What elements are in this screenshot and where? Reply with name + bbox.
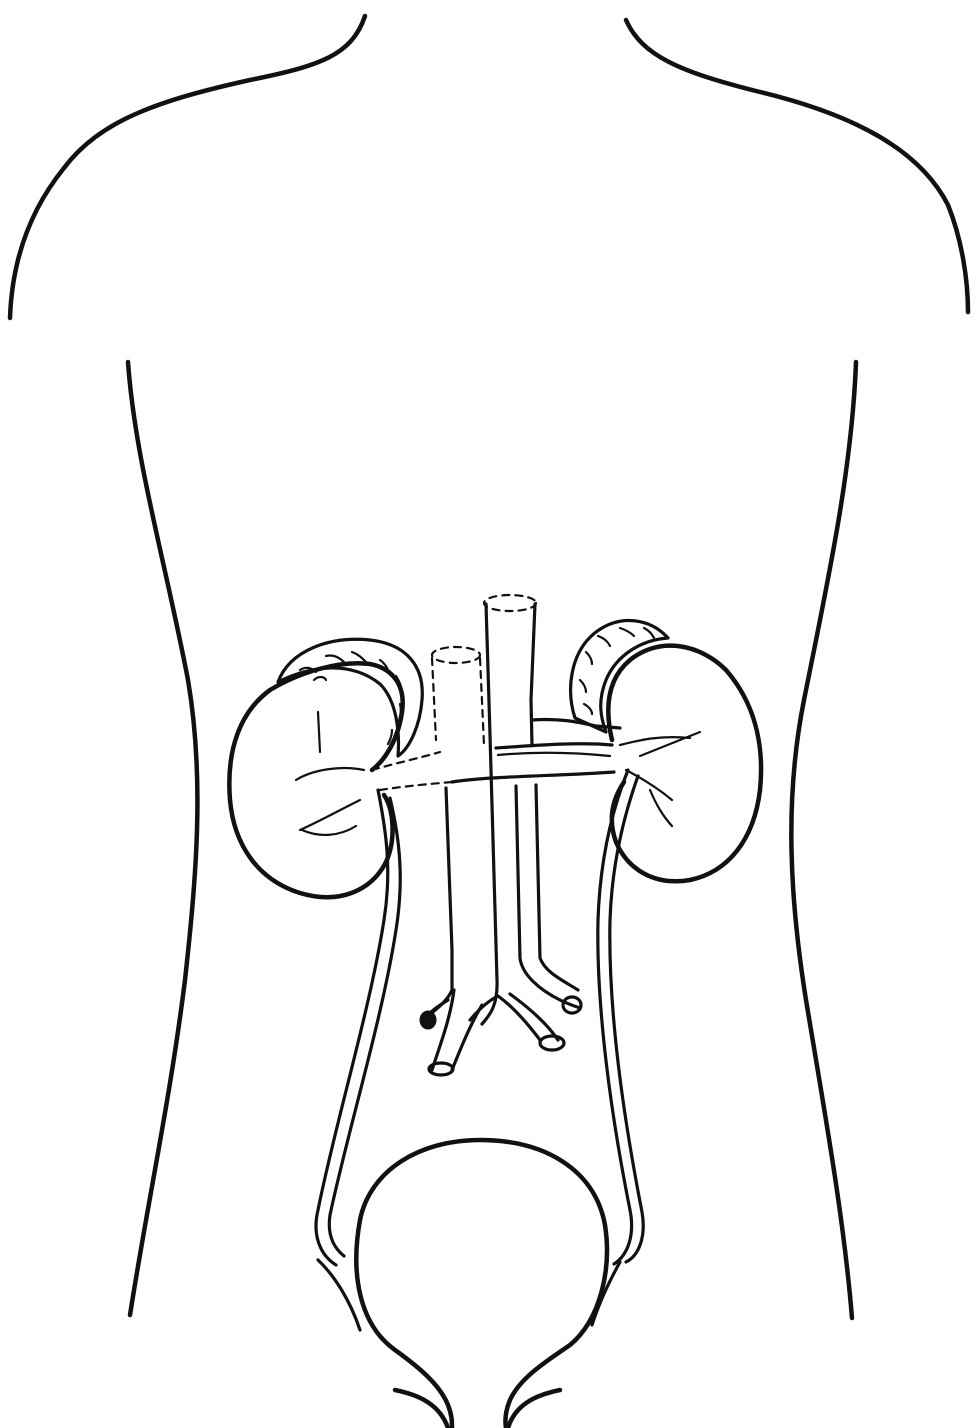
right-shoulder-line [626,20,968,312]
bladder-outline [356,1140,607,1428]
bladder [318,1140,620,1428]
right-renal-vessel-lower [496,744,612,748]
aorta-inner-fork [536,785,578,990]
urethra-left [395,1390,448,1428]
iliac-crotch [470,996,540,1040]
left-kidney-hilum [296,712,364,835]
left-shoulder-line [10,16,365,318]
renal-crossbar-upper [498,753,610,756]
vena-cava-left-wall [432,658,436,740]
urethra-right [508,1390,560,1428]
right-kidney-outline [608,646,761,882]
renal-crossbar-lower [452,772,614,782]
vena-cava-top-opening [432,647,480,663]
vena-cava-left-lower [428,788,452,1016]
bladder-ureter-join-left [318,1260,360,1330]
left-adrenal-texture [300,652,402,744]
right-kidney-hilum [620,732,700,826]
right-kidney [571,621,761,882]
left-renal-vessel-dashed-2 [380,782,452,790]
iliac-right-opening [540,1036,564,1050]
iliac-left-branch-inner [452,1005,482,1070]
aorta-right-wall [531,604,535,745]
left-flank-line [128,362,197,1315]
great-vessels [372,595,620,1075]
right-flank-line [791,362,856,1318]
aorta-left-wall [482,604,497,1024]
aorta-top-opening [484,595,536,611]
vena-cava-right-wall [480,658,484,745]
left-kidney-outline [229,663,402,897]
left-kidney [229,639,422,897]
left-ureter-inner [329,798,400,1256]
left-cut-branch-opening [420,1011,436,1029]
